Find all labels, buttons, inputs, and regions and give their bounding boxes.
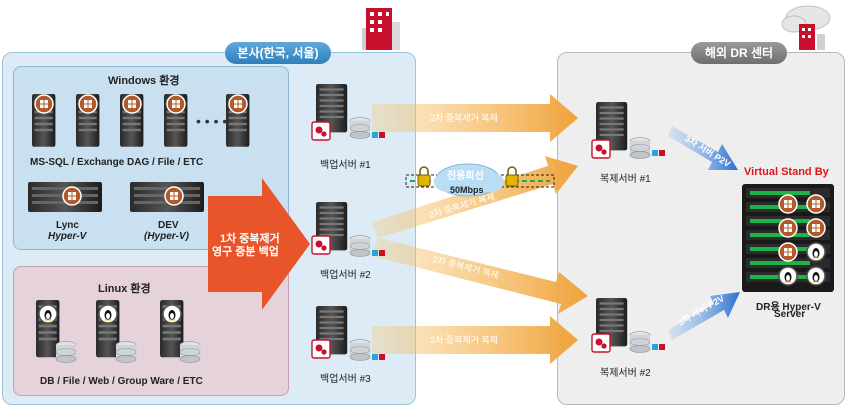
backup-server-3-label: 백업서버 #3 xyxy=(320,374,371,385)
dr-server-line2: Server xyxy=(774,309,806,320)
windows-servers: • • • • xyxy=(32,94,250,147)
dedup-arrow-4-label: 2차 중복제거 복제 xyxy=(430,334,498,345)
lync-sub-label: Hyper-V xyxy=(48,231,87,242)
p2v-arrow-2 xyxy=(668,292,740,340)
lync-label: Lync xyxy=(56,220,79,231)
dev-label: DEV xyxy=(158,220,179,231)
dedup-arrow-3 xyxy=(372,238,588,314)
replica-server-1-label: 복제서버 #1 xyxy=(600,174,651,185)
virtual-standby-title: Virtual Stand By xyxy=(744,166,829,178)
dedup-arrow-1-label: 2차 중복제거 복제 xyxy=(430,112,498,123)
windows-env-title: Windows 환경 xyxy=(108,75,180,87)
backup-server-1-icon xyxy=(311,84,385,141)
primary-backup-arrow xyxy=(208,178,310,310)
dedicated-line xyxy=(405,163,555,197)
hq-building-icon xyxy=(362,8,400,50)
dedicated-line-name: 전용회선 xyxy=(447,169,484,182)
dedicated-line-speed: 50Mbps xyxy=(450,185,484,195)
linux-env-title: Linux 환경 xyxy=(98,283,151,295)
dr-title: 해외 DR 센터 xyxy=(691,42,787,64)
dr-server-line1: DR용 Hyper-V xyxy=(756,302,821,313)
lock-icon xyxy=(505,166,519,187)
linux-apps-label: DB / File / Web / Group Ware / ETC xyxy=(40,376,203,387)
primary-dedup-line2: 영구 증분 백업 xyxy=(212,246,279,258)
hq-title: 본사(한국, 서울) xyxy=(225,42,331,64)
hyperv-rack-servers xyxy=(28,182,204,212)
p2v-arrow-1 xyxy=(668,126,738,170)
dedup-arrow-2 xyxy=(372,156,578,238)
dev-sub-label: (Hyper-V) xyxy=(144,231,190,242)
dedup-arrow-4 xyxy=(372,316,578,364)
backup-server-1-label: 백업서버 #1 xyxy=(320,160,371,171)
backup-server-3-icon xyxy=(311,306,385,361)
linux-servers xyxy=(36,300,201,363)
dedup-arrow-1 xyxy=(372,94,578,142)
replica-server-2-icon xyxy=(591,298,665,353)
lock-icon xyxy=(417,166,431,187)
windows-apps-label: MS-SQL / Exchange DAG / File / ETC xyxy=(30,157,204,168)
dr-cloud-building-icon xyxy=(781,5,831,50)
svg-text:• • • •: • • • • xyxy=(196,113,227,129)
replica-server-2-label: 복제서버 #2 xyxy=(600,368,651,379)
dr-hyperv-server-rack xyxy=(742,184,834,292)
replica-server-1-icon xyxy=(591,102,665,159)
primary-dedup-line1: 1차 중복제거 xyxy=(220,233,280,245)
backup-server-2-label: 백업서버 #2 xyxy=(320,270,371,281)
backup-server-2-icon xyxy=(311,202,385,257)
